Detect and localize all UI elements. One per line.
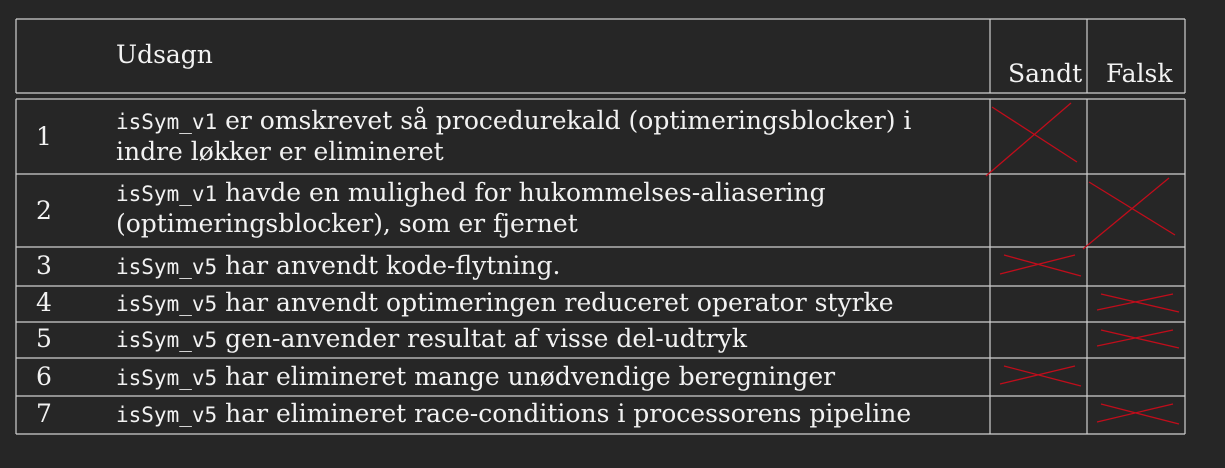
- statement-text: har elimineret mange unødvendige beregni…: [217, 362, 836, 391]
- cross-mark: [1100, 293, 1180, 313]
- cross-mark: [1003, 254, 1082, 277]
- column-header-statement: Udsagn: [116, 40, 213, 69]
- cross-mark: [999, 254, 1076, 275]
- function-name: isSym_v5: [116, 292, 218, 316]
- row-number: 3: [36, 251, 52, 280]
- row-number: 1: [36, 122, 52, 151]
- row-statement: isSym_v5 har elimineret mange unødvendig…: [116, 362, 835, 393]
- row-number: 6: [36, 362, 52, 391]
- row-statement: isSym_v5 har elimineret race-conditions …: [116, 399, 911, 430]
- row-number: 2: [36, 196, 52, 225]
- function-name: isSym_v1: [116, 110, 218, 134]
- function-name: isSym_v5: [116, 255, 218, 279]
- cross-mark: [1096, 329, 1174, 347]
- statement-text: er omskrevet så procedurekald (optimerin…: [217, 106, 912, 135]
- cross-mark: [985, 102, 1072, 177]
- cross-mark: [1100, 329, 1180, 349]
- row-number: 4: [36, 288, 52, 317]
- row-statement: isSym_v1 havde en mulighed for hukommels…: [116, 178, 826, 239]
- row-statement: isSym_v1 er omskrevet så procedurekald (…: [116, 106, 911, 167]
- cross-mark: [1096, 293, 1174, 311]
- statement-text: gen-anvender resultat af visse del-udtry…: [217, 324, 748, 353]
- column-header-false: Falsk: [1106, 59, 1173, 88]
- cross-mark: [999, 365, 1076, 385]
- row-statement: isSym_v5 har anvendt optimeringen reduce…: [116, 288, 894, 319]
- function-name: isSym_v5: [116, 328, 218, 352]
- column-header-true: Sandt: [1008, 59, 1083, 88]
- cross-mark: [1096, 403, 1174, 423]
- cross-mark: [1003, 365, 1082, 387]
- cross-mark: [1100, 403, 1180, 425]
- row-number: 7: [36, 399, 52, 428]
- row-statement: isSym_v5 har anvendt kode-flytning.: [116, 251, 560, 282]
- statement-text: (optimeringsblocker), som er fjernet: [116, 209, 578, 238]
- cross-mark: [1082, 177, 1170, 250]
- statement-text: indre løkker er elimineret: [116, 137, 444, 166]
- statement-text: har anvendt optimeringen reduceret opera…: [217, 288, 894, 317]
- row-number: 5: [36, 324, 52, 353]
- statement-text: har anvendt kode-flytning.: [217, 251, 561, 280]
- statement-text: har elimineret race-conditions i process…: [217, 399, 912, 428]
- function-name: isSym_v1: [116, 182, 218, 206]
- statement-text: havde en mulighed for hukommelses-aliase…: [217, 178, 826, 207]
- function-name: isSym_v5: [116, 403, 218, 427]
- function-name: isSym_v5: [116, 366, 218, 390]
- row-statement: isSym_v5 gen-anvender resultat af visse …: [116, 324, 747, 355]
